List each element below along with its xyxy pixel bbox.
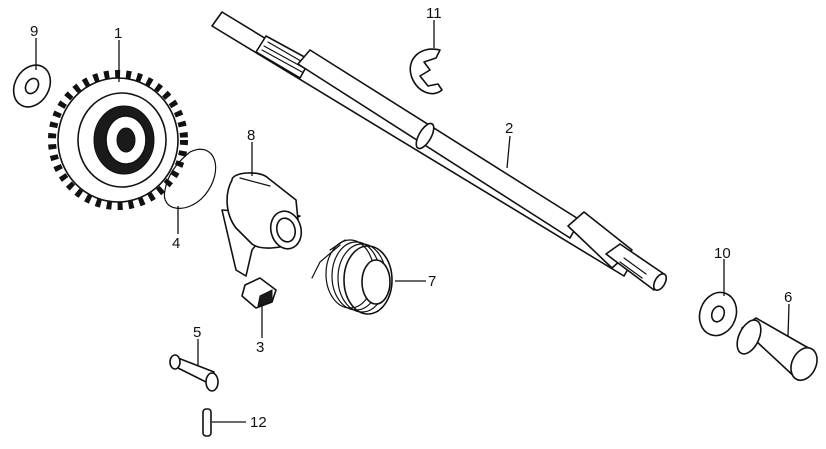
part-4-circlip xyxy=(163,148,217,209)
part-8-arm-collar xyxy=(221,172,303,277)
part-9-washer xyxy=(12,64,52,108)
part-12-roll-pin xyxy=(202,408,212,437)
callout-5: 5 xyxy=(193,324,201,341)
callout-4: 4 xyxy=(172,235,180,252)
callout-10: 10 xyxy=(714,245,731,262)
callout-12: 12 xyxy=(250,414,267,431)
part-6-collar xyxy=(736,317,818,382)
part-5-pin xyxy=(169,354,219,392)
part-11-e-clip xyxy=(409,48,443,95)
part-1-gear xyxy=(48,70,188,210)
leader-2 xyxy=(506,135,511,169)
part-10-washer xyxy=(698,291,738,337)
callout-8: 8 xyxy=(247,127,255,144)
callout-9: 9 xyxy=(30,23,38,40)
leader-lines xyxy=(35,20,790,423)
callout-6: 6 xyxy=(784,289,792,306)
part-7-spring xyxy=(311,239,393,315)
callout-3: 3 xyxy=(256,339,264,356)
callout-11: 11 xyxy=(426,5,442,22)
callout-1: 1 xyxy=(114,25,122,42)
part-3-block xyxy=(241,277,277,309)
callout-2: 2 xyxy=(505,120,513,137)
part-2-shaft xyxy=(211,11,668,291)
callout-7: 7 xyxy=(428,273,436,290)
leader-6 xyxy=(787,303,790,337)
